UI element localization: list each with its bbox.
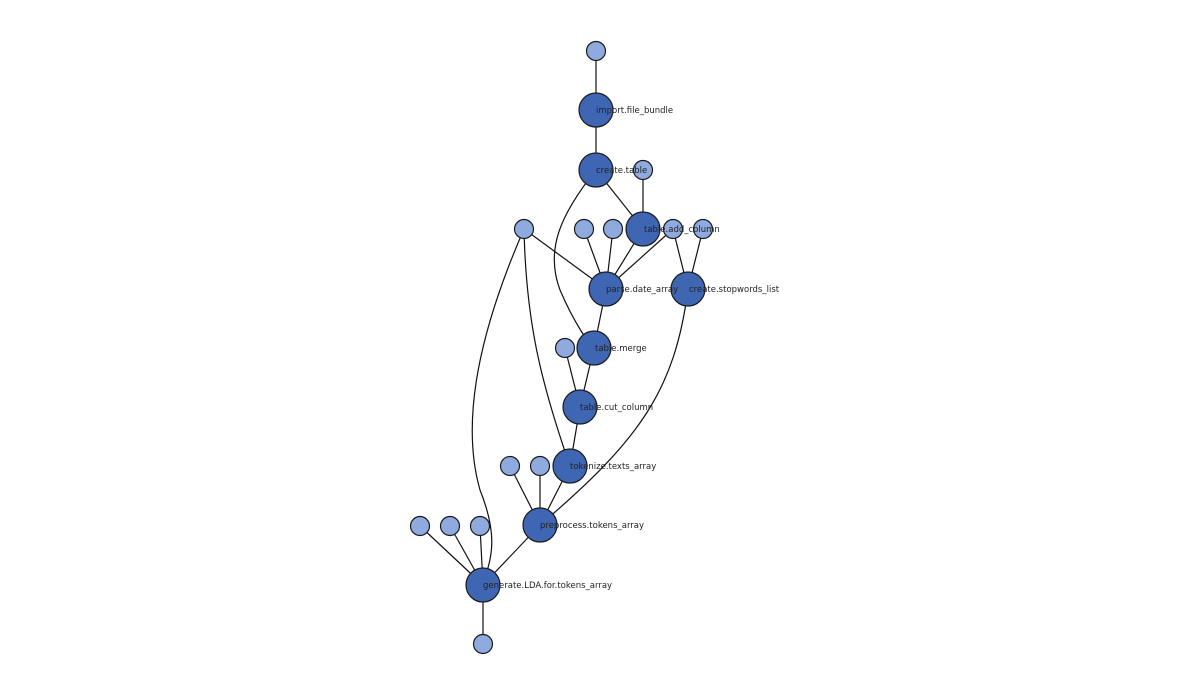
edge-sw-pp xyxy=(539,288,689,526)
task-node-mg[interactable] xyxy=(576,330,612,366)
task-node-pd[interactable] xyxy=(588,271,624,307)
task-node-ct[interactable] xyxy=(578,152,614,188)
label-stopwords: create.stopwords_list xyxy=(689,285,780,295)
task-node-cc[interactable] xyxy=(562,389,598,425)
label-merge: table.merge xyxy=(595,344,647,354)
io-node-in0[interactable] xyxy=(585,40,607,62)
io-node-in1[interactable] xyxy=(632,159,654,181)
io-node-in8[interactable] xyxy=(499,455,521,477)
label-tokenize: tokenize.texts_array xyxy=(570,462,656,472)
label-create-table: create.table xyxy=(596,166,647,176)
io-node-in3[interactable] xyxy=(573,218,595,240)
io-node-in5[interactable] xyxy=(662,218,684,240)
io-node-in11[interactable] xyxy=(439,515,461,537)
edge-in2-tk xyxy=(523,228,571,467)
label-parse-date: parse.date_array xyxy=(606,285,678,295)
edge-ct-mg xyxy=(553,169,597,349)
task-node-tk[interactable] xyxy=(552,448,588,484)
label-lda: generate.LDA.for.tokens_array xyxy=(483,581,612,591)
task-node-lda[interactable] xyxy=(465,567,501,603)
io-node-in12[interactable] xyxy=(469,515,491,537)
io-node-in2[interactable] xyxy=(513,218,535,240)
label-cut-column: table.cut_column xyxy=(580,403,653,413)
node-labels: import.file_bundle create.table table.ad… xyxy=(483,106,780,591)
io-node-in10[interactable] xyxy=(409,515,431,537)
task-node-ac[interactable] xyxy=(625,211,661,247)
io-node-in4[interactable] xyxy=(602,218,624,240)
io-node-in6[interactable] xyxy=(692,218,714,240)
io-node-out[interactable] xyxy=(472,633,494,655)
io-node-in9[interactable] xyxy=(529,455,551,477)
task-node-imp[interactable] xyxy=(578,92,614,128)
io-node-in7[interactable] xyxy=(554,337,576,359)
nodes xyxy=(409,40,714,655)
label-import: import.file_bundle xyxy=(596,106,673,116)
task-node-sw[interactable] xyxy=(670,271,706,307)
label-preprocess: preprocess.tokens_array xyxy=(540,521,644,531)
edge-in2-lda xyxy=(471,228,525,586)
task-node-pp[interactable] xyxy=(522,507,558,543)
label-add-column: table.add_column xyxy=(644,225,720,235)
